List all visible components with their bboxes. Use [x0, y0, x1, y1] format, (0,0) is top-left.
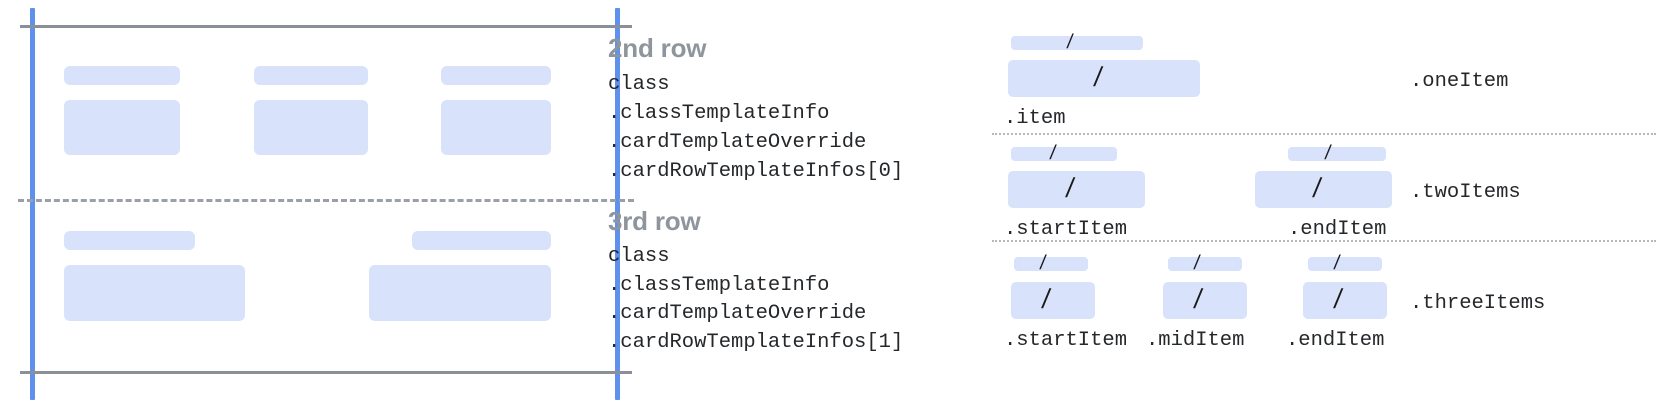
variant-label: .twoItems: [1410, 181, 1521, 204]
item-label: .endItem: [1288, 218, 1387, 241]
placeholder-bar: [64, 231, 195, 250]
code-line: .cardTemplateOverride: [608, 131, 867, 154]
code-line: class: [608, 245, 670, 268]
bottom-rule: [20, 371, 632, 374]
description-column: 2nd row class .classTemplateInfo .cardTe…: [606, 0, 986, 412]
placeholder-box: [369, 265, 551, 321]
item-top-bar: [1014, 257, 1088, 271]
item-main-box: [1008, 60, 1200, 97]
row-divider: [18, 199, 634, 202]
item-main-box: [1163, 282, 1247, 319]
item-label: .startItem: [1004, 329, 1128, 352]
code-line: .cardRowTemplateInfos[0]: [608, 160, 904, 183]
row-heading: 2nd row: [608, 33, 707, 63]
code-line: .cardRowTemplateInfos[1]: [608, 331, 904, 354]
placeholder-box: [64, 265, 245, 321]
placeholder-box: [441, 100, 551, 155]
item-label: .endItem: [1286, 329, 1385, 352]
item-main-box: [1255, 171, 1392, 208]
code-line: .classTemplateInfo: [608, 102, 830, 125]
item-main-box: [1011, 282, 1095, 319]
item-top-bar: [1011, 36, 1143, 50]
item-label: .startItem: [1004, 218, 1128, 241]
item-label: .item: [1004, 107, 1066, 130]
variant-label: .oneItem: [1410, 70, 1509, 93]
placeholder-box: [64, 100, 180, 155]
item-main-box: [1008, 171, 1145, 208]
top-rule: [20, 25, 632, 28]
placeholder-bar: [441, 66, 551, 85]
variant-divider: [992, 133, 1656, 135]
item-main-box: [1303, 282, 1387, 319]
placeholder-bar: [254, 66, 368, 85]
placeholder-bar: [412, 231, 551, 250]
code-line: .cardTemplateOverride: [608, 302, 867, 325]
left-guide-line: [30, 8, 35, 400]
item-top-bar: [1168, 257, 1242, 271]
item-label: .midItem: [1146, 329, 1245, 352]
row-heading: 3rd row: [608, 206, 701, 236]
variant-label: .threeItems: [1410, 292, 1546, 315]
code-line: class: [608, 73, 670, 96]
placeholder-box: [254, 100, 368, 155]
variant-divider: [992, 240, 1656, 242]
item-top-bar: [1011, 147, 1117, 161]
code-line: .classTemplateInfo: [608, 274, 830, 297]
item-top-bar: [1288, 147, 1386, 161]
item-top-bar: [1308, 257, 1382, 271]
placeholder-bar: [64, 66, 180, 85]
right-guide-line: [615, 8, 620, 400]
